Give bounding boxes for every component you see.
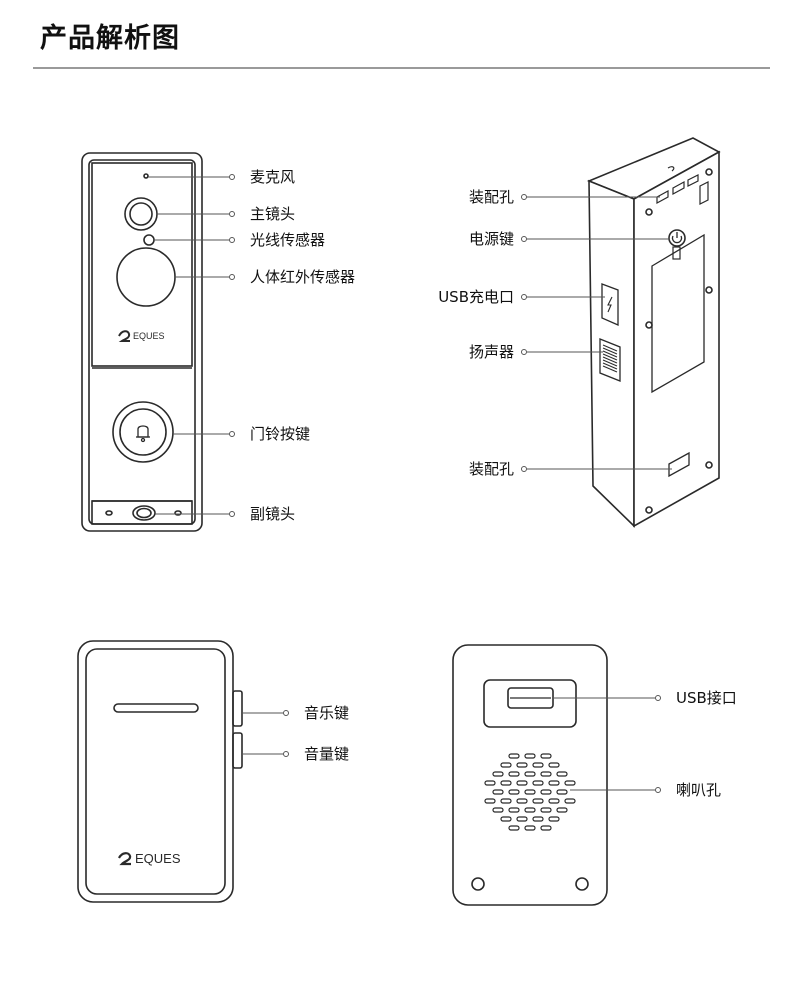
label-microphone: 麦克风 [250,168,296,186]
label-usb-charge-port: USB充电口 [438,288,514,306]
label-power-button: 电源键 [468,230,514,248]
chime-light-bar [113,703,199,713]
label-secondary-lens: 副镜头 [250,505,296,523]
label-pir-sensor: 人体红外传感器 [250,268,356,286]
label-mount-hole-bottom: 装配孔 [468,460,514,478]
usb-recess [483,679,577,728]
speaker-holes [484,753,576,831]
screw-right [575,877,589,891]
label-doorbell-button: 门铃按键 [250,425,311,443]
label-speaker: 扬声器 [468,343,514,361]
label-main-lens: 主镜头 [250,205,296,223]
label-mount-hole-top: 装配孔 [468,188,514,206]
usb-charge-port [601,283,619,326]
eques-logo [118,330,131,342]
doorbell-front: EQUES [81,152,203,532]
brand-text: EQUES [133,331,165,341]
page-title: 产品解析图 [40,23,180,54]
title-divider [33,67,770,69]
bell-icon [136,425,150,443]
eques-logo [118,852,132,866]
label-chime-usb-port: USB接口 [676,689,737,707]
brand-text: EQUES [135,851,181,866]
label-speaker-hole: 喇叭孔 [676,781,722,799]
chime-front-leaders [242,710,289,757]
back-leaders [521,194,672,472]
secondary-lens [132,505,156,521]
label-light-sensor: 光线传感器 [250,231,326,249]
label-music-button: 音乐键 [304,704,350,722]
speaker-grille [599,338,621,382]
doorbell-button [112,401,174,463]
screw-left [471,877,485,891]
doorbell-back [586,137,721,528]
power-icon [671,232,683,244]
chime-front: EQUES [77,640,243,903]
lightning-icon [607,296,613,313]
power-button [668,229,686,247]
front-leaders [148,174,235,517]
label-volume-button: 音量键 [304,745,350,763]
chime-back [452,644,608,906]
microphone-hole [143,173,149,179]
mount-hole-bottom [668,451,690,478]
chime-back-leaders [553,695,661,793]
